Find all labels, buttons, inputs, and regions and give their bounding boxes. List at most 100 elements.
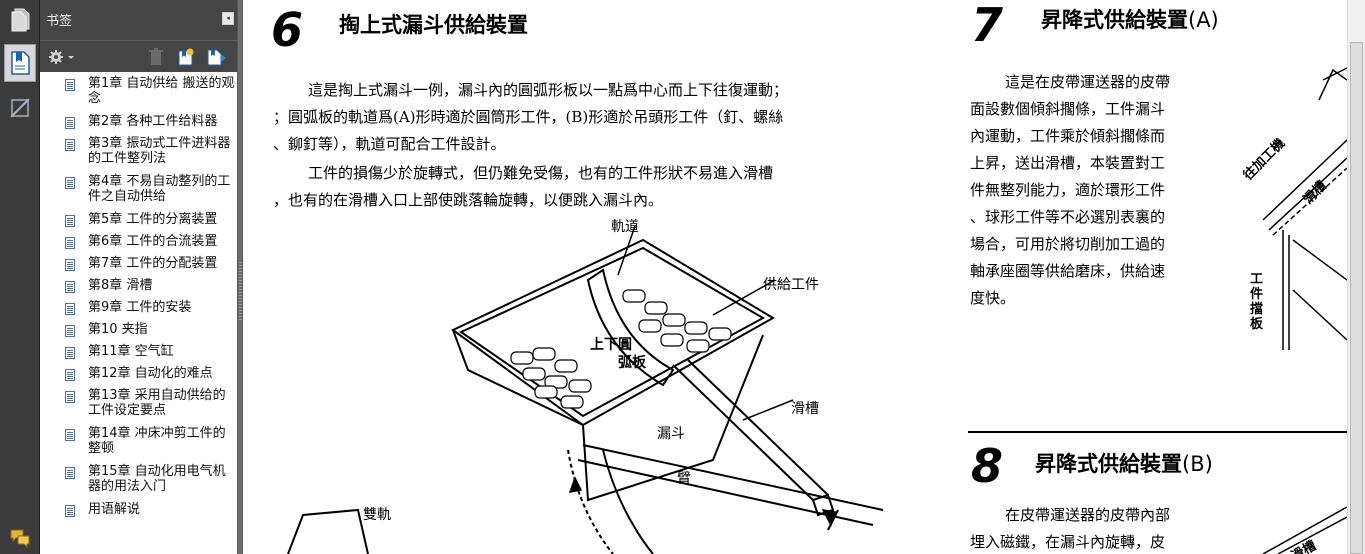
section-6-para-line: 這是掏上式漏斗一例，漏斗內的圓弧形板以一點爲中心而上下往復運動； (308, 81, 789, 99)
bookmark-label: 第8章 滑槽 (88, 278, 153, 293)
section-7-text-line: 件無整列能力，適於環形工件 (970, 181, 1166, 199)
bookmark-item[interactable]: 第9章 工件的安装 (65, 300, 235, 316)
section-8-text-line: 在皮帶運送器的皮帶內部 (1005, 506, 1171, 524)
bookmark-page-icon (65, 505, 75, 517)
section-7-text-line: 場合，可用於將切削加工過的 (970, 235, 1166, 253)
section-6-number: 6 (271, 3, 303, 57)
pages-icon (11, 8, 30, 32)
bookmark-page-icon (65, 237, 75, 249)
section-6-para-line: 工件的損傷少於旋轉式，但仍難免受傷，也有的工件形狀不易進入滑槽 (308, 164, 774, 182)
label-arc-plate-1: 上下圓 (590, 337, 632, 353)
attachments-button[interactable] (4, 92, 36, 124)
bookmark-label: 第2章 各种工件给料器 (88, 114, 218, 129)
bookmark-item[interactable]: 第13章 采用自动供给的工件设定要点 (65, 388, 235, 420)
comment-bubbles-icon (10, 529, 30, 548)
bookmark-item[interactable]: 第6章 工件的合流装置 (65, 234, 235, 250)
section-8-title: 昇降式供給裝置(B) (1035, 452, 1213, 476)
panel-title: 书签 (46, 14, 73, 29)
bookmark-item[interactable]: 第11章 空气缸 (65, 344, 235, 360)
bookmark-page-icon (65, 117, 75, 129)
bookmarks-button[interactable] (4, 44, 36, 82)
section-7-number: 7 (971, 0, 1003, 52)
new-bookmark-button[interactable] (177, 48, 195, 66)
belt-elevator-diagram-a (1262, 67, 1347, 350)
scrollbar-thumb[interactable] (1350, 42, 1363, 554)
section-8-title-text: 昇降式供給裝置 (1035, 452, 1182, 476)
bookmark-page-icon (65, 347, 75, 359)
bookmark-page-icon (65, 259, 75, 271)
bookmark-label: 第11章 空气缸 (88, 344, 174, 359)
section-7-text-line: 軸承座圈等供給磨床，供給速 (970, 262, 1166, 280)
bookmark-page-icon (65, 325, 75, 337)
bookmark-label: 第3章 振动式工件进料器的工件整列法 (88, 136, 231, 166)
bookmark-item[interactable]: 第7章 工件的分配装置 (65, 256, 235, 272)
section-7-text-line: 、球形工件等不必選別表裏的 (970, 208, 1166, 226)
section-7-text-line: 內運動，工件乘於傾斜擱條而 (970, 127, 1166, 145)
label-double-rail: 雙軌 (363, 507, 391, 523)
bookmark-item[interactable]: 第5章 工件的分离装置 (65, 212, 235, 228)
label-arc-plate-2: 弧板 (618, 355, 646, 371)
bookmark-page-icon (65, 281, 75, 293)
section-6-para-line: ；圓弧板的軌道爲(A)形時適於圓筒形工件，(B)形適於吊頭形工件（釘、螺絲 (273, 108, 784, 126)
vertical-scrollbar[interactable] (1347, 0, 1365, 554)
bookmark-label: 第10 夹指 (88, 322, 148, 337)
bookmark-item[interactable]: 第8章 滑槽 (65, 278, 235, 294)
gear-icon (49, 50, 74, 64)
panel-toolbar (40, 40, 237, 72)
bookmarks-panel: 书签 ◂ (40, 0, 237, 554)
section-7-text-line: 這是在皮帶運送器的皮帶 (1005, 73, 1171, 91)
label-track: 軌道 (611, 219, 639, 235)
label-hopper: 漏斗 (657, 426, 685, 442)
bookmark-label: 第7章 工件的分配装置 (88, 256, 218, 271)
bookmark-page-icon (11, 51, 30, 75)
section-7-title: 昇降式供給裝置(A) (1041, 8, 1219, 32)
section-7-text-line: 面設數個傾斜擱條，工件漏斗 (970, 100, 1166, 118)
section-6-title: 掏上式漏斗供給裝置 (339, 13, 528, 37)
page-thumbnails-button[interactable] (4, 4, 36, 36)
label-chute: 滑槽 (791, 401, 819, 417)
comments-button[interactable] (4, 522, 36, 554)
bookmark-label: 第12章 自动化的难点 (88, 366, 213, 381)
bookmark-page-icon (65, 303, 75, 315)
panel-header: 书签 ◂ (40, 0, 237, 40)
paperclip-page-icon (10, 98, 30, 118)
bookmark-page-icon (65, 429, 75, 441)
label-supply-workpiece: 供給工件 (763, 277, 819, 293)
bookmark-item[interactable]: 第15章 自动化用电气机器的用法入门 (65, 464, 235, 496)
bookmark-item[interactable]: 用语解说 (65, 502, 235, 518)
section-7-text-line: 度快。 (970, 289, 1016, 307)
section-6-para-line: 、鉚釘等），軌道可配合工件設計。 (273, 135, 506, 153)
expand-bookmark-button[interactable] (206, 48, 228, 66)
bookmark-item[interactable]: 第1章 自动供给 搬送的观念 (65, 76, 235, 108)
trash-icon (149, 48, 163, 65)
bookmark-label: 第1章 自动供给 搬送的观念 (88, 76, 235, 106)
bookmark-item[interactable]: 第2章 各种工件给料器 (65, 114, 235, 130)
bookmark-label: 第14章 冲床冲剪工件的整顿 (88, 426, 226, 456)
label-arm: 臂 (677, 471, 691, 487)
bookmark-page-icon (65, 215, 75, 227)
bookmark-page-icon (65, 139, 75, 151)
bookmark-page-icon (65, 467, 75, 479)
delete-bookmark-button[interactable] (148, 48, 164, 66)
panel-collapse-button[interactable]: ◂ (222, 12, 234, 25)
panel-splitter[interactable] (237, 0, 243, 554)
section-6-para-line: ，也有的在滑槽入口上部使跳落輪旋轉，以便跳入漏斗內。 (273, 191, 664, 209)
bookmark-label: 第6章 工件的合流装置 (88, 234, 218, 249)
bookmark-item[interactable]: 第10 夹指 (65, 322, 235, 338)
options-menu-button[interactable] (48, 48, 76, 66)
label-workpiece-plate: 工件擋板 (1250, 272, 1264, 332)
bookmark-item[interactable]: 第14章 冲床冲剪工件的整顿 (65, 426, 235, 458)
bookmark-item[interactable]: 第12章 自动化的难点 (65, 366, 235, 382)
bookmark-page-icon (65, 391, 75, 403)
new-bookmark-icon (178, 48, 194, 66)
document-view[interactable]: 6 掏上式漏斗供給裝置 這是掏上式漏斗一例，漏斗內的圓弧形板以一點爲中心而上下往… (243, 0, 1347, 554)
section-7-text-line: 上昇，送出滑槽，本裝置對工 (970, 154, 1166, 172)
bookmark-page-icon (65, 177, 75, 189)
bookmark-item[interactable]: 第4章 不易自动整列的工件之自动供给 (65, 174, 235, 206)
bookmark-item[interactable]: 第3章 振动式工件进料器的工件整列法 (65, 136, 235, 168)
bookmark-page-icon (65, 79, 75, 91)
bookmark-page-icon (65, 369, 75, 381)
splitter-grip[interactable] (239, 262, 242, 322)
bookmark-list: 第1章 自动供给 搬送的观念 第2章 各种工件给料器 第3章 振动式工件进料器的… (40, 72, 237, 554)
hopper-feeder-diagram (287, 225, 884, 554)
